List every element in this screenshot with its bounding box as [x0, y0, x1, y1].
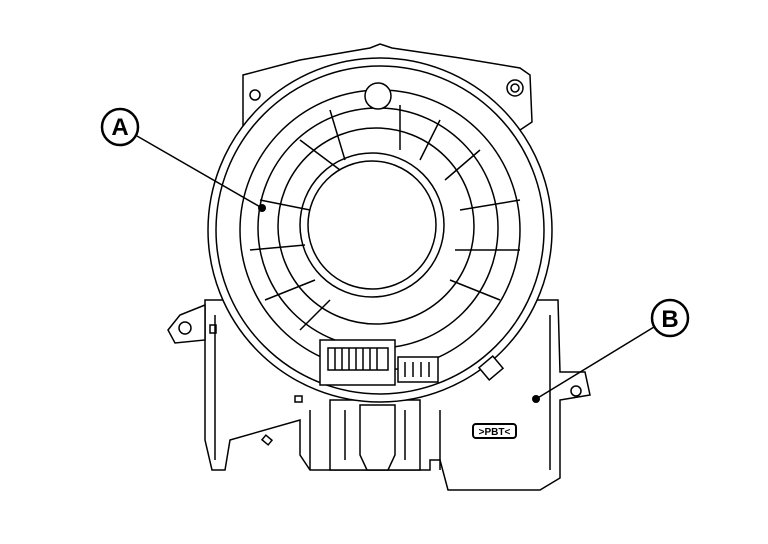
pbt-marking-text: >PBT< — [479, 427, 511, 438]
callout-b: B — [532, 298, 690, 403]
callout-label-b: B — [661, 306, 678, 333]
clock-spring-ring — [207, 57, 553, 403]
callout-a: A — [100, 107, 266, 212]
callout-label-a: A — [111, 114, 128, 141]
connector — [319, 339, 505, 386]
part-marking: >PBT< — [472, 423, 517, 439]
